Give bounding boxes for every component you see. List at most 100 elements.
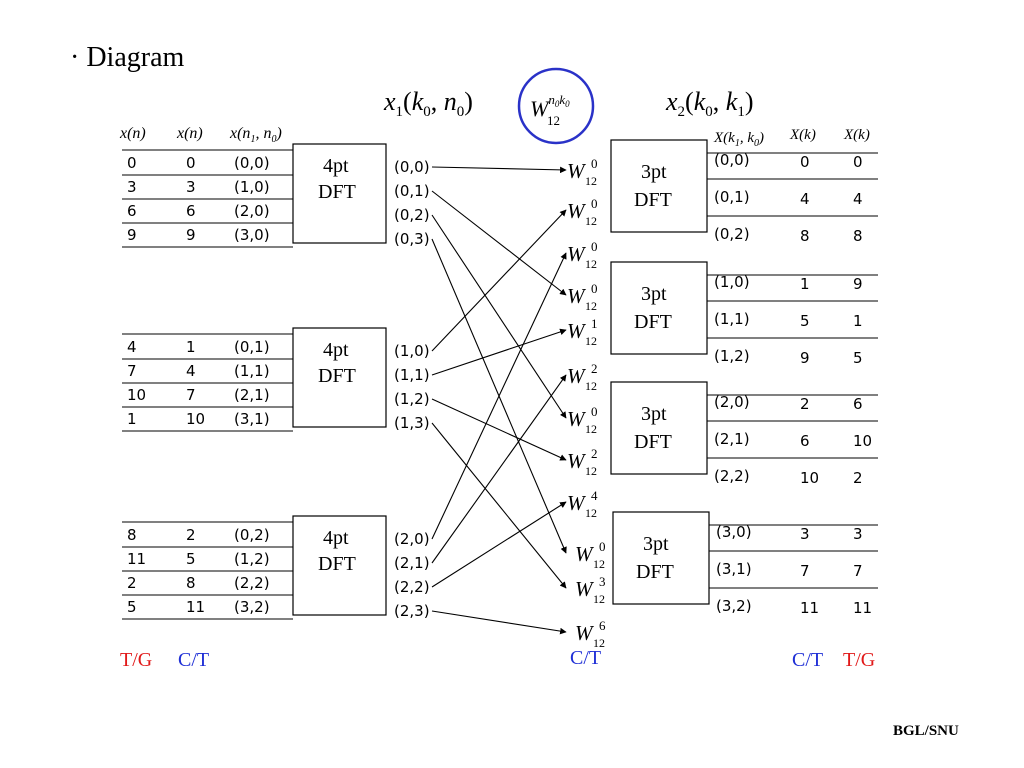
output-xk-ct: 7 bbox=[800, 562, 810, 580]
twiddle-highlight-circle bbox=[517, 67, 595, 145]
svg-text:X(k): X(k) bbox=[843, 127, 870, 143]
dft4-output-label: (2,2) bbox=[394, 578, 430, 596]
input-index-ct: 1 bbox=[186, 338, 196, 356]
twiddle-exponent: 0 bbox=[591, 404, 598, 419]
input-index-tg: 0 bbox=[127, 154, 137, 172]
output-xk-tg: 0 bbox=[853, 153, 863, 171]
input-index-ct: 0 bbox=[186, 154, 196, 172]
input-index-ct: 11 bbox=[186, 598, 205, 616]
twiddle-subscript: 12 bbox=[585, 506, 597, 520]
twiddle-general-label: Wn0k0 bbox=[530, 92, 570, 121]
input-index-tg: 11 bbox=[127, 550, 146, 568]
output-xk-tg: 5 bbox=[853, 349, 863, 367]
twiddle-factor: W bbox=[575, 577, 595, 601]
svg-text:X(k1, k0): X(k1, k0) bbox=[713, 130, 764, 149]
svg-text:x(n): x(n) bbox=[119, 125, 146, 142]
input-index-pair: (0,0) bbox=[234, 154, 270, 172]
output-pair-label: (2,1) bbox=[714, 430, 750, 448]
dft4-output-label: (2,3) bbox=[394, 602, 430, 620]
dft3-box bbox=[610, 381, 708, 475]
input-index-ct: 7 bbox=[186, 386, 196, 404]
dft4-box bbox=[292, 143, 387, 244]
twiddle-factor: W bbox=[567, 319, 587, 343]
input-index-ct: 3 bbox=[186, 178, 196, 196]
input-index-tg: 6 bbox=[127, 202, 137, 220]
output-xk-tg: 7 bbox=[853, 562, 863, 580]
output-xk-ct: 10 bbox=[800, 469, 819, 487]
twiddle-factor: W bbox=[567, 159, 587, 183]
dft4-box bbox=[292, 515, 387, 616]
output-xk-ct: 8 bbox=[800, 227, 810, 245]
input-index-ct: 5 bbox=[186, 550, 196, 568]
butterfly-connection bbox=[431, 166, 567, 174]
twiddle-factor: W bbox=[575, 621, 595, 645]
butterfly-connection bbox=[431, 252, 567, 540]
dft4-label-line2: DFT bbox=[318, 365, 356, 387]
output-pair-label: (3,1) bbox=[716, 560, 752, 578]
twiddle-exponent: 0 bbox=[591, 239, 598, 254]
dft4-output-label: (0,2) bbox=[394, 206, 430, 224]
input-index-tg: 9 bbox=[127, 226, 137, 244]
x2-label: x2(k0, k1) bbox=[665, 87, 753, 120]
twiddle-exponent: 0 bbox=[599, 539, 606, 554]
twiddle-exponent: 0 bbox=[591, 281, 598, 296]
dft3-label-line1: 3pt bbox=[641, 403, 667, 425]
input-index-pair: (0,1) bbox=[234, 338, 270, 356]
input-index-tg: 5 bbox=[127, 598, 137, 616]
butterfly-connection bbox=[431, 422, 567, 589]
dft3-box bbox=[610, 261, 708, 355]
twiddle-subscript: 12 bbox=[585, 174, 597, 188]
butterfly-connection bbox=[431, 190, 567, 296]
input-index-pair: (2,0) bbox=[234, 202, 270, 220]
input-index-pair: (1,2) bbox=[234, 550, 270, 568]
input-index-ct: 4 bbox=[186, 362, 196, 380]
output-xk-tg: 1 bbox=[853, 312, 863, 330]
output-pair-label: (1,1) bbox=[714, 310, 750, 328]
input-index-pair: (1,1) bbox=[234, 362, 270, 380]
twiddle-subscript: 12 bbox=[585, 464, 597, 478]
dft3-box bbox=[612, 511, 710, 605]
output-xk-ct: 11 bbox=[800, 599, 819, 617]
output-xk-tg: 6 bbox=[853, 395, 863, 413]
input-index-ct: 8 bbox=[186, 574, 196, 592]
butterfly-connection bbox=[431, 501, 567, 588]
twiddle-subscript: 12 bbox=[593, 636, 605, 650]
left-tg-label: T/G bbox=[120, 649, 152, 671]
twiddle-exponent: 0 bbox=[591, 156, 598, 171]
output-xk-ct: 1 bbox=[800, 275, 810, 293]
dft3-label-line1: 3pt bbox=[641, 161, 667, 183]
input-index-pair: (2,1) bbox=[234, 386, 270, 404]
dft4-label-line2: DFT bbox=[318, 181, 356, 203]
twiddle-subscript: 12 bbox=[593, 557, 605, 571]
dft4-box bbox=[292, 327, 387, 428]
input-index-tg: 4 bbox=[127, 338, 137, 356]
input-index-pair: (2,2) bbox=[234, 574, 270, 592]
output-xk-tg: 3 bbox=[853, 525, 863, 543]
input-index-tg: 2 bbox=[127, 574, 137, 592]
twiddle-exponent: 3 bbox=[599, 574, 606, 589]
output-pair-label: (2,2) bbox=[714, 467, 750, 485]
butterfly-connection bbox=[431, 398, 567, 461]
dft3-label-line1: 3pt bbox=[643, 533, 669, 555]
twiddle-exponent: 2 bbox=[591, 446, 598, 461]
output-xk-ct: 6 bbox=[800, 432, 810, 450]
dft3-label-line2: DFT bbox=[634, 311, 672, 333]
input-index-tg: 1 bbox=[127, 410, 137, 428]
dft4-output-label: (2,0) bbox=[394, 530, 430, 548]
dft4-label-line1: 4pt bbox=[323, 527, 349, 549]
butterfly-connection bbox=[431, 610, 567, 635]
twiddle-factor: W bbox=[567, 199, 587, 223]
twiddle-factor: W bbox=[567, 449, 587, 473]
twiddle-general-sub: 12 bbox=[547, 113, 560, 128]
twiddle-factor: W bbox=[567, 491, 587, 515]
svg-text:x(n1, n0): x(n1, n0) bbox=[229, 125, 282, 145]
x1-label: x1(k0, n0) bbox=[383, 87, 473, 120]
dft4-output-label: (2,1) bbox=[394, 554, 430, 572]
twiddle-subscript: 12 bbox=[585, 379, 597, 393]
output-xk-tg: 10 bbox=[853, 432, 872, 450]
output-xk-tg: 2 bbox=[853, 469, 863, 487]
output-pair-label: (1,0) bbox=[714, 273, 750, 291]
input-index-tg: 7 bbox=[127, 362, 137, 380]
input-index-ct: 10 bbox=[186, 410, 205, 428]
output-headers: X(k1, k0) X(k) X(k) bbox=[713, 127, 870, 149]
